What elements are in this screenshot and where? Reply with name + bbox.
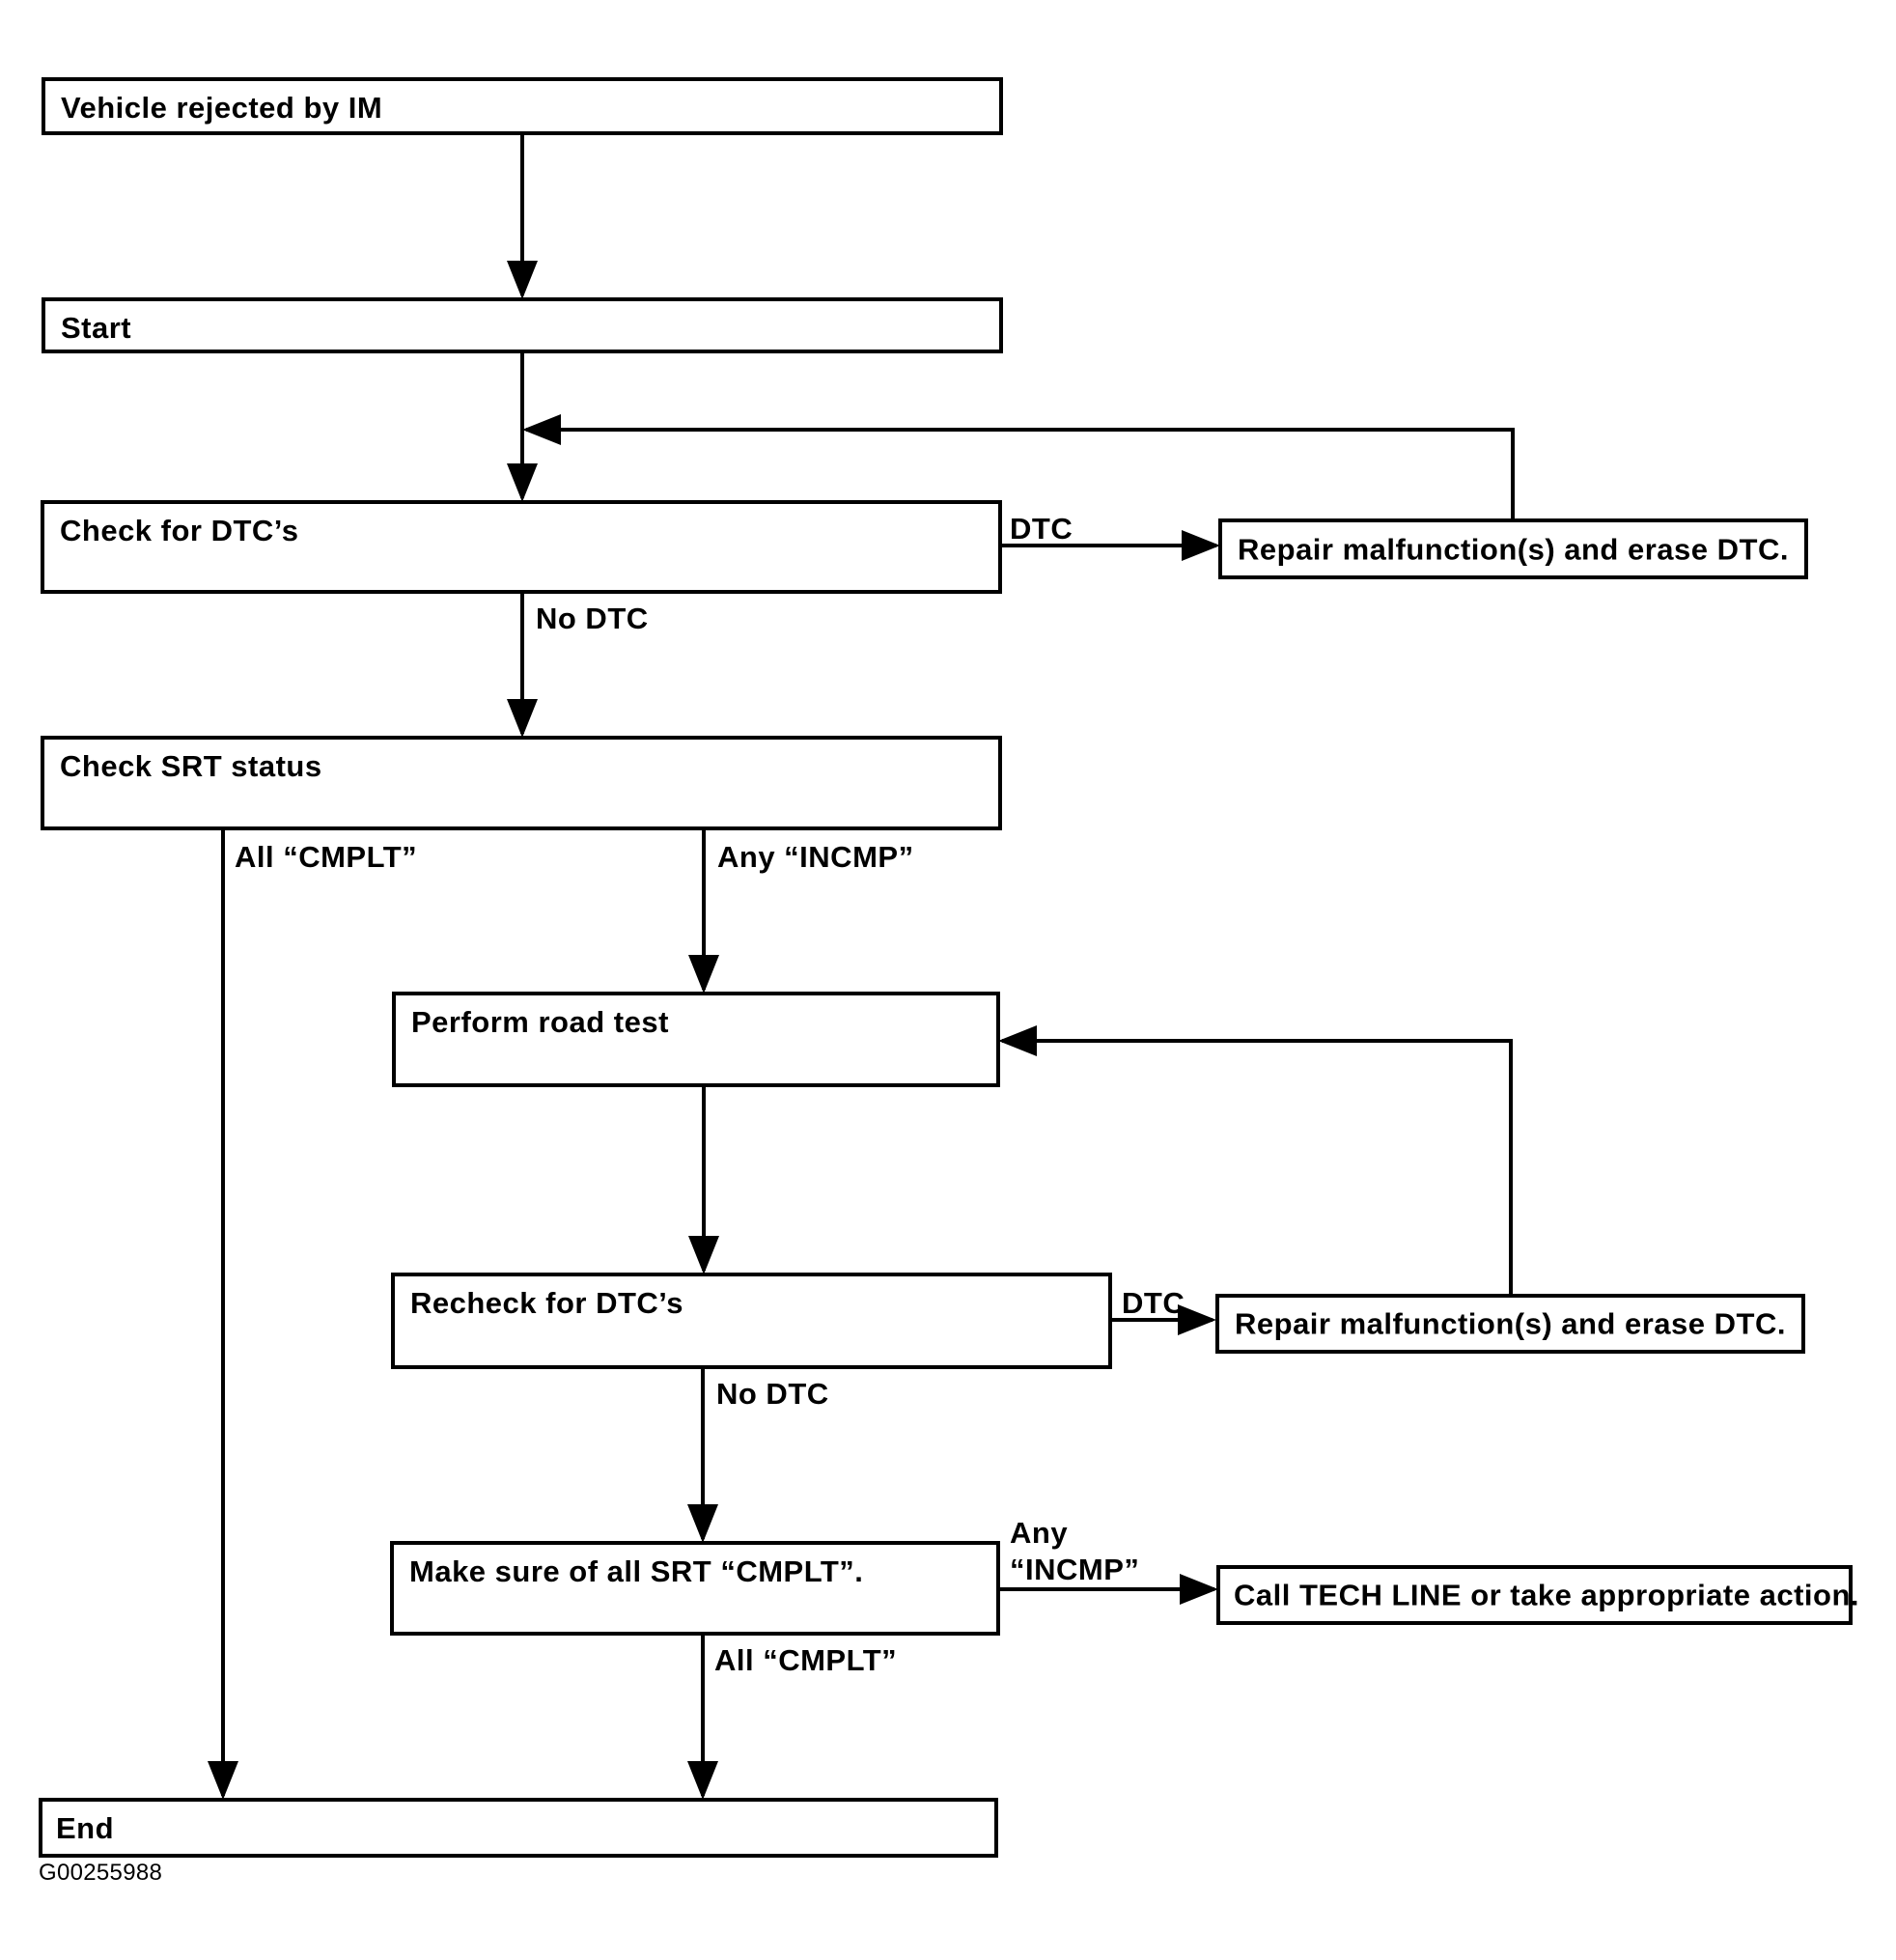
node-make-sure-srt-label: Make sure of all SRT “CMPLT”. — [409, 1554, 864, 1588]
edge-label-dtc-2: DTC — [1122, 1286, 1185, 1320]
node-vehicle-rejected-label: Vehicle rejected by IM — [61, 91, 383, 125]
node-make-sure-srt: Make sure of all SRT “CMPLT”. — [390, 1541, 1000, 1636]
node-call-tech-line-label: Call TECH LINE or take appropriate actio… — [1234, 1578, 1860, 1612]
edge-label-any-incmp-1: Any “INCMP” — [717, 840, 914, 874]
node-repair-1: Repair malfunction(s) and erase DTC. — [1218, 518, 1808, 579]
node-vehicle-rejected: Vehicle rejected by IM — [42, 77, 1003, 135]
node-check-srt: Check SRT status — [41, 736, 1002, 830]
edge-label-no-dtc-2: No DTC — [716, 1377, 829, 1411]
node-call-tech-line: Call TECH LINE or take appropriate actio… — [1216, 1565, 1859, 1625]
arrow-repair2-loop-back — [998, 1025, 1513, 1294]
node-check-dtc: Check for DTC’s — [41, 500, 1002, 594]
node-road-test-label: Perform road test — [411, 1005, 669, 1039]
node-recheck-dtc: Recheck for DTC’s — [391, 1273, 1112, 1369]
node-start: Start — [42, 297, 1003, 353]
edge-label-no-dtc-1: No DTC — [536, 602, 649, 635]
node-end: End — [39, 1798, 998, 1858]
edge-label-all-cmplt-2: All “CMPLT” — [714, 1643, 898, 1677]
edge-label-any-incmp-2-line2: “INCMP” — [1010, 1553, 1140, 1586]
arrow-repair1-loop-back — [522, 414, 1515, 518]
node-repair-2: Repair malfunction(s) and erase DTC. — [1215, 1294, 1805, 1354]
node-recheck-dtc-label: Recheck for DTC’s — [410, 1286, 683, 1320]
node-repair-1-label: Repair malfunction(s) and erase DTC. — [1238, 532, 1789, 566]
node-check-dtc-label: Check for DTC’s — [60, 514, 299, 547]
node-repair-2-label: Repair malfunction(s) and erase DTC. — [1235, 1306, 1786, 1341]
node-road-test: Perform road test — [392, 992, 1000, 1087]
node-check-srt-label: Check SRT status — [60, 749, 322, 783]
node-end-label: End — [56, 1811, 115, 1845]
figure-id: G00255988 — [39, 1860, 163, 1886]
edge-label-dtc-1: DTC — [1010, 512, 1073, 546]
edge-label-any-incmp-2-line1: Any — [1010, 1516, 1069, 1550]
node-start-label: Start — [61, 311, 132, 345]
edge-label-all-cmplt-1: All “CMPLT” — [235, 840, 418, 874]
